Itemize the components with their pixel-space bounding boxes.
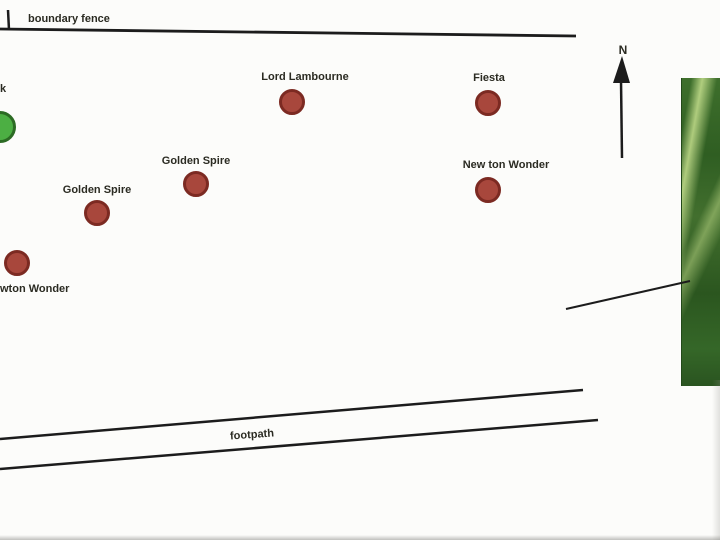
north-label: N xyxy=(618,43,628,57)
tree-label-golden-spire-lower: Golden Spire xyxy=(62,184,132,196)
tree-marker-golden-spire-upper xyxy=(183,171,209,197)
tree-label-newton-wonder-edge: wton Wonder xyxy=(0,283,70,295)
tree-marker-new-ton-wonder xyxy=(475,177,501,203)
north-arrow-head xyxy=(613,56,630,83)
tree-label-green-tree-edge: k xyxy=(0,83,7,95)
footpath-line-upper xyxy=(0,388,584,441)
tree-marker-newton-wonder-edge xyxy=(4,250,30,276)
tree-label-lord-lambourne: Lord Lambourne xyxy=(261,71,349,83)
tree-label-golden-spire-upper: Golden Spire xyxy=(161,155,231,167)
tree-marker-fiesta xyxy=(475,90,501,116)
tree-marker-golden-spire-lower xyxy=(84,200,110,226)
scan-edge-right xyxy=(712,380,720,540)
aerial-photo-strip xyxy=(681,78,720,386)
north-arrow-shaft xyxy=(619,79,624,159)
boundary-fence-line xyxy=(0,27,577,38)
tree-marker-lord-lambourne xyxy=(279,89,305,115)
photo-pointer-line xyxy=(565,280,691,310)
tree-label-fiesta: Fiesta xyxy=(473,72,505,84)
boundary-fence-tick xyxy=(6,9,11,31)
scan-edge-bottom xyxy=(0,535,720,540)
boundary-fence-label: boundary fence xyxy=(28,13,110,25)
footpath-line-lower xyxy=(0,418,599,471)
tree-label-new-ton-wonder: New ton Wonder xyxy=(462,159,550,171)
